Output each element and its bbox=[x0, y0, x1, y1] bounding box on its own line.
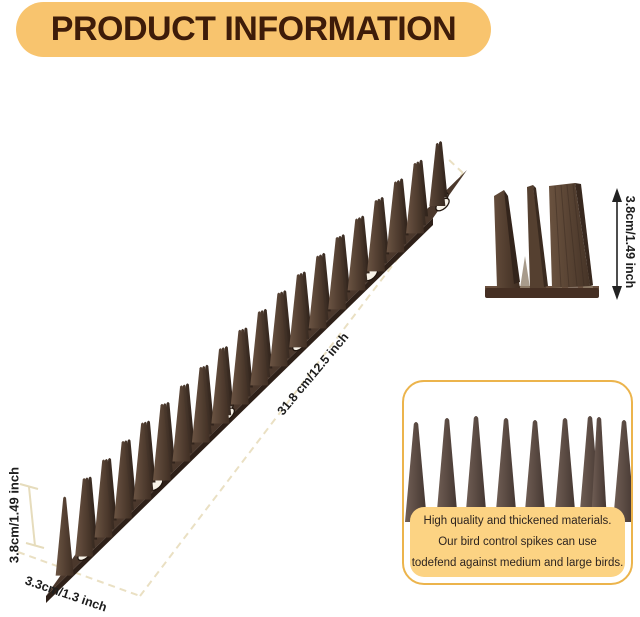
info-line-1: High quality and thickened materials. bbox=[423, 514, 612, 527]
height-dimension-arrow bbox=[612, 188, 622, 300]
title-banner: PRODUCT INFORMATION bbox=[16, 2, 491, 57]
info-line-3: todefend against medium and large birds. bbox=[411, 556, 624, 569]
spike-strip bbox=[46, 141, 467, 603]
height-dimension-label-left: 3.8cm/1.49 inch bbox=[6, 466, 22, 564]
height-dimension-label-right: 3.8cm/1.49 inch bbox=[623, 195, 637, 289]
spike-closeup-illustration bbox=[405, 416, 631, 522]
end-view-blades bbox=[494, 183, 593, 288]
info-text-panel: High quality and thickened materials. Ou… bbox=[410, 507, 625, 577]
page-title: PRODUCT INFORMATION bbox=[50, 10, 457, 48]
spike-closeup-cones bbox=[405, 416, 631, 522]
dimension-lines bbox=[17, 157, 464, 597]
info-line-2: Our bird control spikes can use bbox=[438, 535, 597, 548]
quality-info-box: High quality and thickened materials. Ou… bbox=[402, 380, 633, 585]
end-view-illustration bbox=[485, 183, 622, 300]
